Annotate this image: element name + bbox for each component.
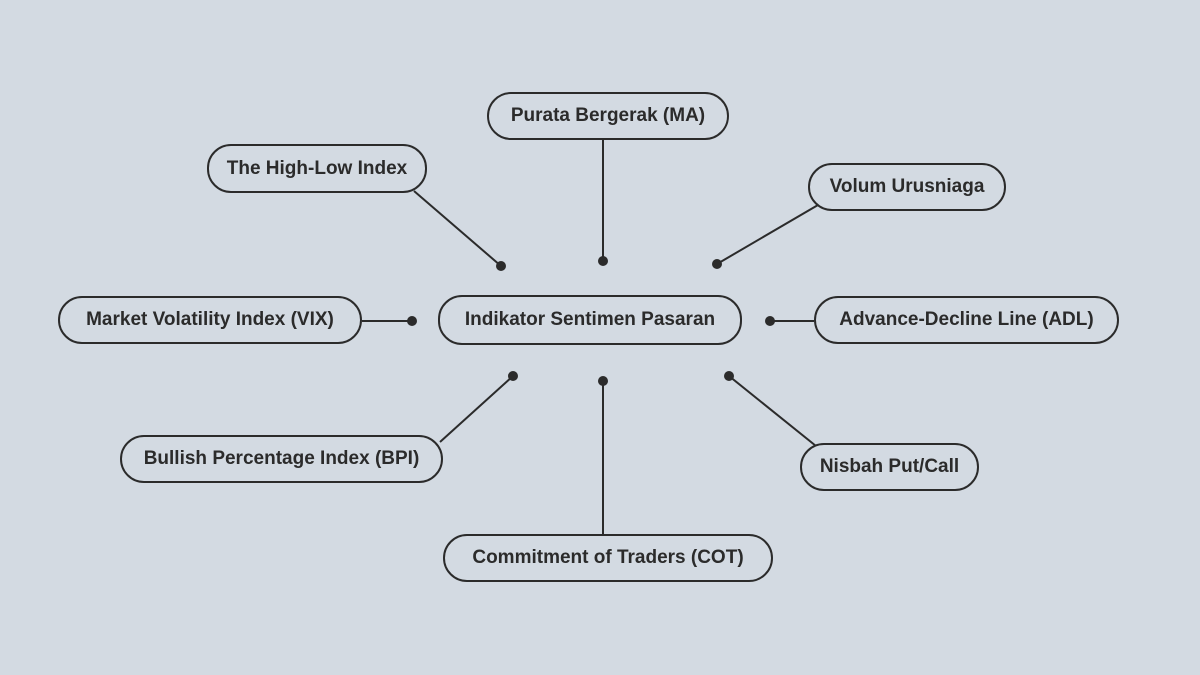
node-bpi: Bullish Percentage Index (BPI) — [120, 435, 443, 483]
node-bpi-label: Bullish Percentage Index (BPI) — [143, 448, 420, 469]
node-cot-label: Commitment of Traders (COT) — [472, 547, 744, 568]
node-vix-label: Market Volatility Index (VIX) — [86, 309, 334, 330]
connector-high-low — [413, 190, 502, 267]
node-ma: Purata Bergerak (MA) — [487, 92, 729, 140]
center-node-label: Indikator Sentimen Pasaran — [464, 309, 716, 330]
node-vix: Market Volatility Index (VIX) — [58, 296, 362, 344]
connector-dot-volume — [712, 259, 722, 269]
center-node: Indikator Sentimen Pasaran — [438, 295, 742, 345]
connector-bpi — [439, 375, 514, 443]
connector-dot-cot — [598, 376, 608, 386]
connector-dot-put-call — [724, 371, 734, 381]
node-ma-label: Purata Bergerak (MA) — [510, 105, 706, 126]
connector-dot-adl — [765, 316, 775, 326]
node-volume: Volum Urusniaga — [808, 163, 1006, 211]
node-put-call-label: Nisbah Put/Call — [819, 456, 960, 477]
connector-volume — [716, 204, 819, 265]
node-cot: Commitment of Traders (COT) — [443, 534, 773, 582]
connector-dot-ma — [598, 256, 608, 266]
node-put-call: Nisbah Put/Call — [800, 443, 979, 491]
connector-put-call — [728, 375, 817, 447]
node-high-low: The High-Low Index — [207, 144, 427, 193]
node-high-low-label: The High-Low Index — [226, 157, 408, 179]
node-volume-label: Volum Urusniaga — [829, 176, 985, 197]
node-adl: Advance-Decline Line (ADL) — [814, 296, 1119, 344]
node-adl-label: Advance-Decline Line (ADL) — [839, 309, 1094, 330]
connector-dot-vix — [407, 316, 417, 326]
connector-dot-high-low — [496, 261, 506, 271]
connector-dot-bpi — [508, 371, 518, 381]
